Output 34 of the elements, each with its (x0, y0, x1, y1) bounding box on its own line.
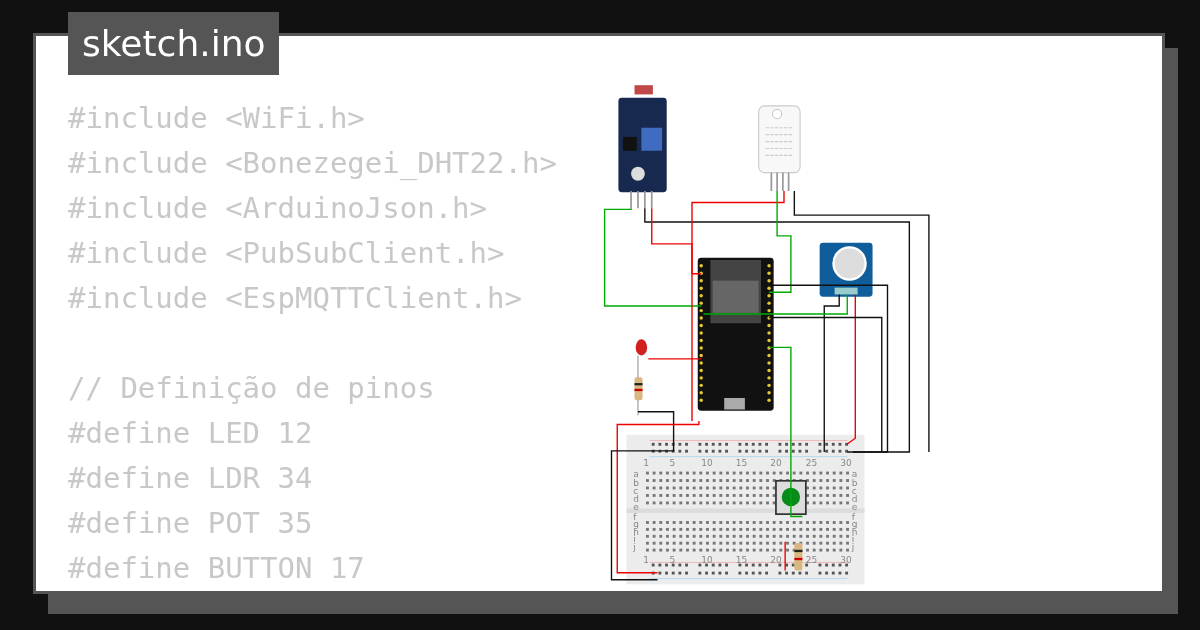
row-letter: j (851, 542, 855, 551)
row-letter: e (633, 502, 639, 511)
column-number: 15 (735, 555, 748, 564)
row-letter: d (851, 494, 858, 503)
row-letter: d (633, 494, 640, 503)
column-number: 1 (643, 458, 649, 467)
column-number: 10 (701, 555, 713, 564)
row-letter: c (851, 486, 857, 495)
file-name-tab: sketch.ino (68, 12, 280, 75)
column-number: 25 (805, 458, 818, 467)
row-letter: h (851, 527, 858, 536)
row-letter: b (633, 478, 640, 487)
row-letter: a (633, 470, 639, 479)
column-number: 20 (770, 555, 782, 564)
row-letter: f (851, 513, 855, 521)
column-number: 5 (669, 458, 676, 467)
column-number: 1 (643, 555, 649, 564)
row-letter: j (633, 542, 636, 551)
column-number: 30 (840, 555, 852, 564)
row-letter: c (633, 486, 639, 495)
column-number: 5 (669, 555, 676, 564)
row-letter: a (851, 470, 858, 479)
column-number: 10 (701, 458, 713, 467)
row-letter: f (633, 513, 637, 521)
row-letter: g (633, 520, 640, 529)
column-number: 30 (840, 458, 852, 467)
row-letter: h (633, 527, 640, 536)
column-number: 20 (770, 458, 782, 467)
row-letter: b (851, 478, 858, 487)
row-letter: g (851, 520, 858, 529)
column-number: 25 (805, 555, 818, 564)
row-letter: i (633, 535, 636, 544)
row-letter: e (851, 502, 858, 511)
column-number: 15 (735, 458, 748, 467)
